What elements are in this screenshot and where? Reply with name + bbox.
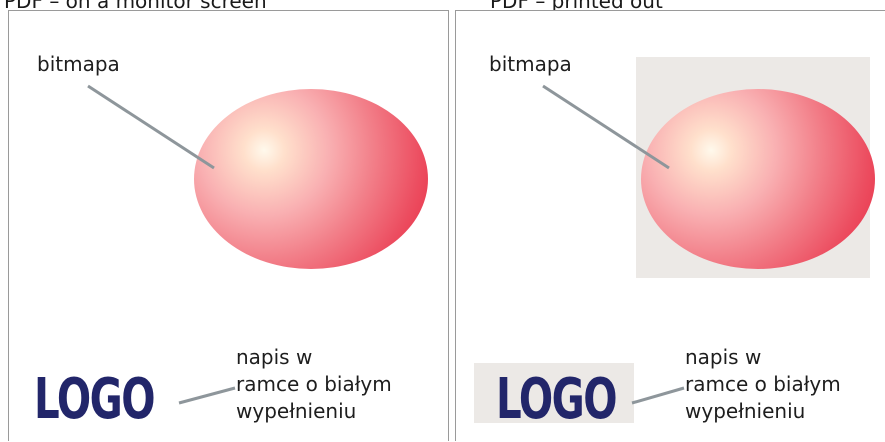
logo-note-line-1: napis w [236,344,312,370]
monitor-screen-panel: bitmapa LOGO napis w ramce o białym wype… [8,10,449,441]
logo-note-line-2: ramce o białym [236,371,392,397]
logo-text: LOGO [34,370,154,430]
printed-out-panel: bitmapa LOGO napis w ramce o białym wype… [455,10,885,441]
logo-note-line-3: wypełnieniu [236,398,356,424]
logo-note-line-2: ramce o białym [685,371,841,397]
logo-note-line-3: wypełnieniu [685,398,805,424]
logo-note-line-1: napis w [685,344,761,370]
logo-text: LOGO [496,370,616,430]
